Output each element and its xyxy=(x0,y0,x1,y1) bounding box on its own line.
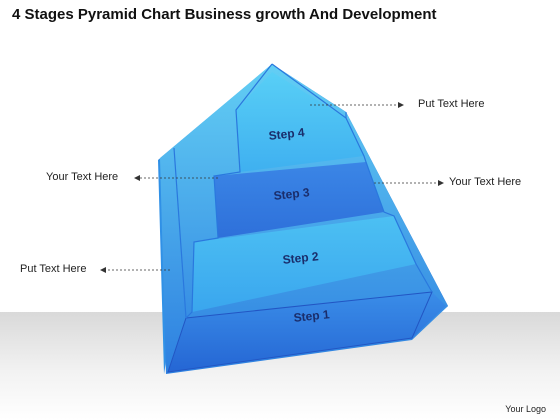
callout-text-top-right: Put Text Here xyxy=(418,98,485,110)
step-2-label: Step 2 xyxy=(282,249,320,267)
tier-step-2 xyxy=(192,216,416,312)
step-1-label: Step 1 xyxy=(293,307,331,325)
callout-text-low-left: Put Text Here xyxy=(20,263,87,275)
arrowhead-top-right xyxy=(398,102,404,108)
page-title: 4 Stages Pyramid Chart Business growth A… xyxy=(12,6,437,23)
logo-text: Your Logo xyxy=(505,404,546,414)
pyramid-facet-lines xyxy=(173,63,433,319)
callout-text-mid-left: Your Text Here xyxy=(46,171,119,183)
tier-step-1 xyxy=(168,292,446,372)
tier-step-1-top xyxy=(167,291,433,373)
step-4-label: Step 4 xyxy=(268,125,306,143)
arrowhead-low-left xyxy=(100,267,106,273)
callout-text-mid-right: Your Text Here xyxy=(449,176,522,188)
step-3-label: Step 3 xyxy=(273,185,311,203)
arrowhead-mid-right xyxy=(438,180,444,186)
tier-step-3 xyxy=(214,162,384,238)
tier-step-4 xyxy=(236,72,364,172)
arrowhead-mid-left xyxy=(134,175,140,181)
